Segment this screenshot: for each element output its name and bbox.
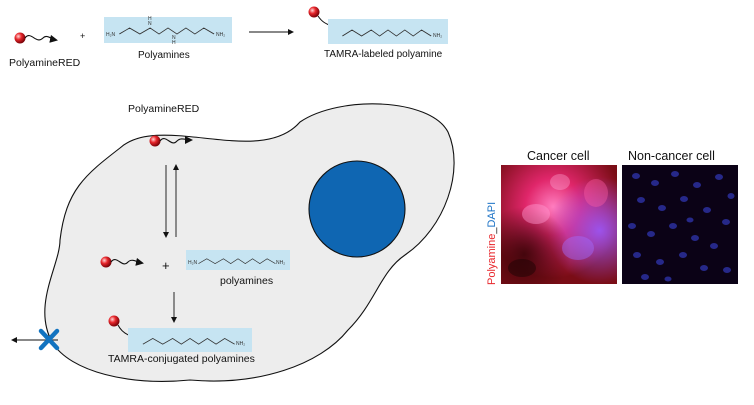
reagent-polyaminered-icon <box>14 32 58 44</box>
cell-plus-sign: + <box>162 258 170 273</box>
amine-start: H₂N <box>106 32 116 38</box>
n-atom: N <box>148 21 152 27</box>
cancer-title: Cancer cell <box>527 149 590 163</box>
stain-red-label: Polyamine <box>486 234 498 285</box>
n-atom: N <box>172 35 176 41</box>
curved-arrow-icon <box>110 257 144 266</box>
sphere-bead-icon <box>100 256 112 268</box>
stain-separator: _ <box>486 227 498 235</box>
polyamine-box <box>186 250 290 270</box>
h-atom: H <box>148 16 152 22</box>
polyamine-molecule: H₂N NH₂ N H N H <box>104 16 232 46</box>
cancer-cell-image <box>501 165 617 284</box>
reagent-label: PolyamineRED <box>9 57 81 69</box>
polyamine-box <box>128 328 252 352</box>
sphere-bead-icon <box>149 135 161 147</box>
cell-polyamine-molecule: H₂N NH₂ <box>186 250 290 270</box>
curved-arrow-icon <box>159 135 193 144</box>
top-reaction: PolyamineRED + H₂N NH₂ N H N H Polyamine… <box>9 6 448 69</box>
cell-polyamines-label: polyamines <box>220 275 273 287</box>
polyamines-label: Polyamines <box>138 50 190 61</box>
inside-reagent-icon <box>100 256 144 268</box>
stain-blue-label: DAPI <box>486 202 498 228</box>
outside-reagent-icon <box>149 135 193 147</box>
amine-end: NH₂ <box>433 33 442 39</box>
polyamine-box <box>328 19 448 44</box>
conjugated-product: NH₂ <box>108 315 252 352</box>
cell-top-label: PolyamineRED <box>128 103 200 115</box>
conjugate-label: TAMRA-conjugated polyamines <box>108 353 255 365</box>
sphere-bead-icon <box>108 315 120 327</box>
amine-start: H₂N <box>188 260 198 266</box>
block-x-icon <box>38 328 60 351</box>
tamra-labeled-product: NH₂ <box>308 6 448 44</box>
micrographs: Cancer cell Non-cancer cell Polyamine_DA… <box>486 149 738 285</box>
product-label: TAMRA-labeled polyamine <box>324 49 443 60</box>
amine-end: NH₂ <box>236 341 245 347</box>
sphere-bead-icon <box>14 32 26 44</box>
sphere-bead-icon <box>308 6 320 18</box>
stain-label: Polyamine_DAPI <box>486 202 498 285</box>
h-atom: H <box>172 40 176 46</box>
plus-sign: + <box>80 31 85 41</box>
nucleus <box>308 160 406 258</box>
curved-arrow-icon <box>24 34 58 43</box>
amine-end: NH₂ <box>276 260 285 266</box>
polyamine-box <box>104 17 232 43</box>
noncancer-title: Non-cancer cell <box>628 149 715 163</box>
amine-end: NH₂ <box>216 32 225 38</box>
cell-diagram: PolyamineRED + H₂N NH₂ polyamines <box>11 103 455 382</box>
noncancer-cell-image <box>622 165 738 284</box>
